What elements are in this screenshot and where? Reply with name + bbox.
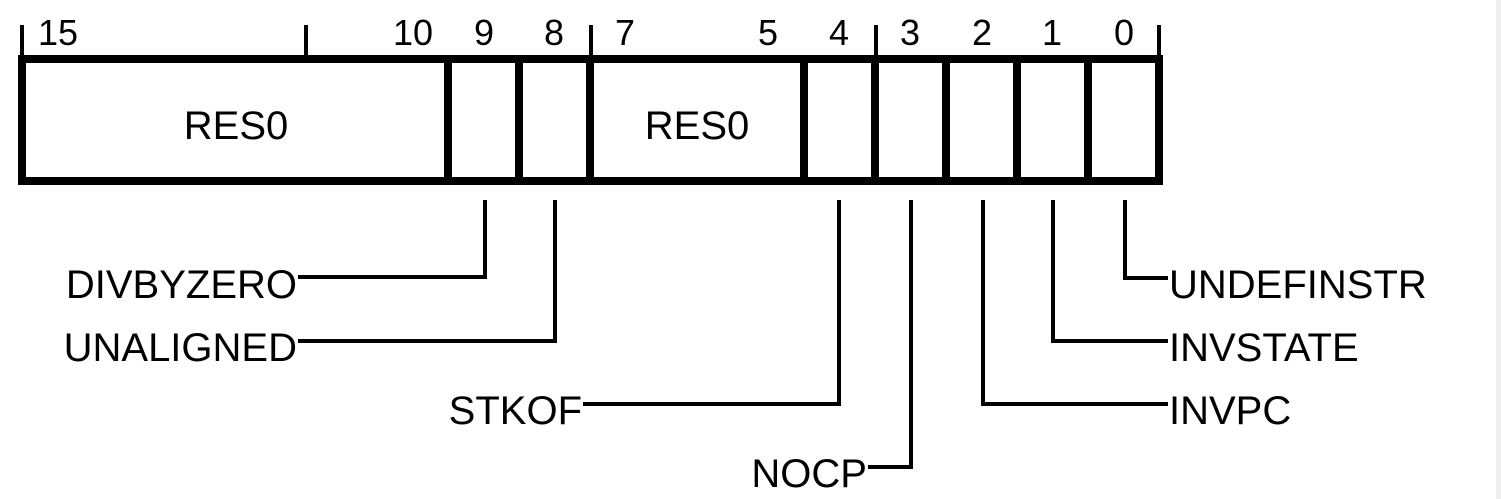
leader-bit3	[868, 200, 913, 469]
bit-number-5: 5	[758, 12, 778, 53]
field-invstate: INVSTATE	[1169, 326, 1359, 370]
field-nocp: NOCP	[751, 452, 867, 496]
bit-number-10: 10	[393, 12, 433, 53]
field-res0-15-10: RES0	[184, 104, 289, 148]
bit-number-0: 0	[1114, 12, 1134, 53]
bit-number-4: 4	[829, 12, 849, 53]
page-edge-strip	[1496, 0, 1501, 499]
leader-lines	[298, 200, 1168, 469]
bit-numbers: 15 10 9 8 7 5 4 3 2 1 0	[38, 12, 1134, 53]
field-unaligned: UNALIGNED	[64, 326, 297, 370]
field-divbyzero: DIVBYZERO	[66, 263, 297, 307]
bit-number-1: 1	[1042, 12, 1062, 53]
leader-bit2	[981, 200, 1168, 406]
field-dividers	[444, 59, 1092, 181]
leader-bit8	[298, 200, 557, 343]
bit-number-15: 15	[38, 12, 78, 53]
bit-number-9: 9	[474, 12, 494, 53]
bit-number-3: 3	[900, 12, 920, 53]
field-undefinstr: UNDEFINSTR	[1169, 263, 1427, 307]
field-stkof: STKOF	[449, 389, 582, 433]
bit-number-2: 2	[972, 12, 992, 53]
field-res0-7-5: RES0	[645, 104, 750, 148]
leader-bit4	[583, 200, 841, 406]
bit-number-7: 7	[615, 12, 635, 53]
leader-bit0	[1123, 200, 1168, 280]
leader-bit9	[298, 200, 487, 279]
leader-bit1	[1051, 200, 1168, 343]
field-invpc: INVPC	[1169, 389, 1291, 433]
bit-number-8: 8	[544, 12, 564, 53]
top-ticks	[20, 25, 1161, 55]
